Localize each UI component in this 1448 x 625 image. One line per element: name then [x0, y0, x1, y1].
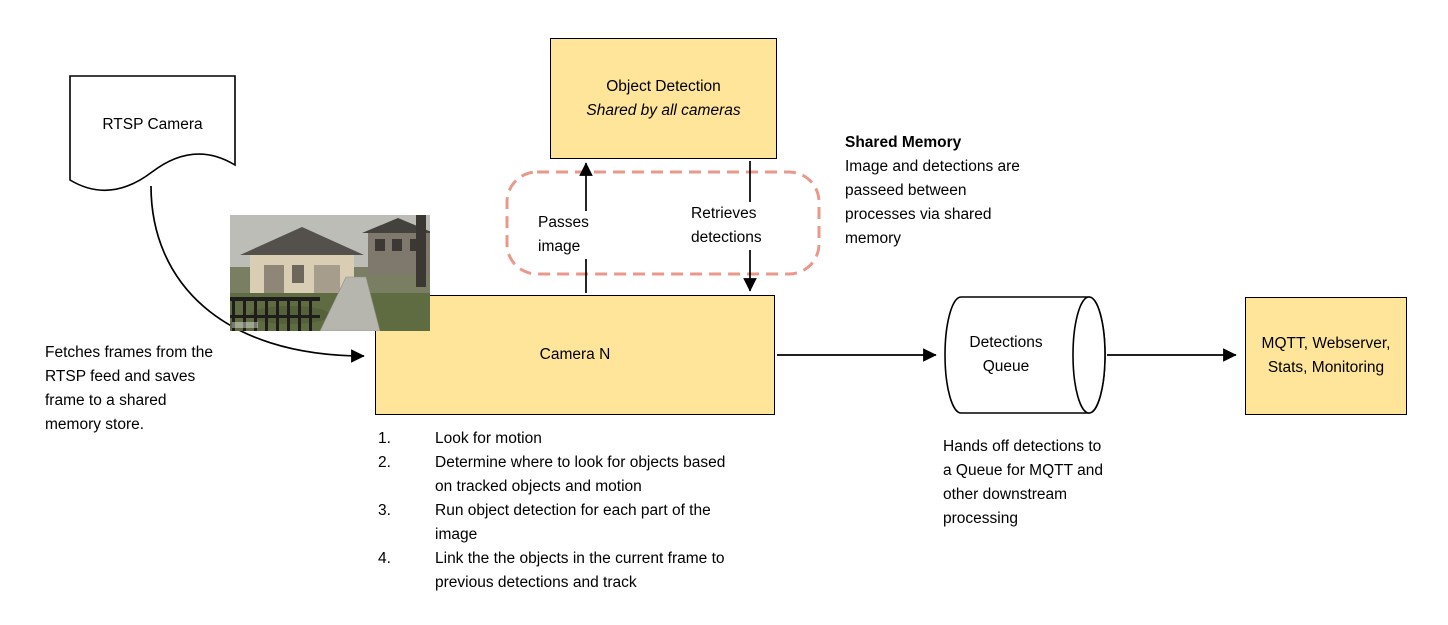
snapshot-far-window [375, 239, 385, 251]
snapshot-house-roof [240, 227, 364, 255]
step-text: Run object detection for each part of th… [435, 502, 711, 543]
camera-steps-list: 1. Look for motion 2. Determine where to… [378, 427, 737, 595]
node-outputs: MQTT, Webserver, Stats, Monitoring [1245, 297, 1407, 415]
step-text: Link the the objects in the current fram… [435, 550, 725, 591]
snapshot-house-window [292, 265, 304, 283]
node-camera-n: Camera N [375, 295, 775, 415]
object-detection-subtitle: Shared by all cameras [586, 101, 741, 119]
snapshot-far-window [410, 239, 420, 251]
rtsp-camera-shape [69, 75, 236, 192]
list-item: 4. Link the the objects in the current f… [378, 547, 737, 595]
step-number: 2. [378, 454, 391, 471]
detections-queue-label: Detections Queue [969, 334, 1043, 375]
camera-n-label: Camera N [539, 346, 611, 363]
fetch-note: Fetches frames from the RTSP feed and sa… [45, 344, 213, 433]
snapshot-garage-door [264, 265, 284, 295]
detections-queue-rim [1072, 296, 1106, 414]
shared-memory-dashed-box [505, 170, 821, 276]
step-text: Determine where to look for objects base… [435, 454, 726, 495]
queue-note: Hands off detections to a Queue for MQTT… [943, 438, 1103, 527]
list-item: 3. Run object detection for each part of… [378, 499, 737, 547]
step-text: Look for motion [435, 430, 542, 447]
list-item: 2. Determine where to look for objects b… [378, 451, 737, 499]
snapshot-house-door [314, 265, 340, 295]
rtsp-camera-label: RTSP Camera [102, 116, 203, 133]
step-number: 3. [378, 502, 391, 519]
list-item: 1. Look for motion [378, 427, 737, 451]
camera-snapshot-image [230, 215, 434, 332]
object-detection-title: Object Detection [606, 77, 721, 95]
arrow-rtsp-to-camera [150, 185, 365, 363]
node-object-detection: Object Detection Shared by all cameras [550, 38, 777, 159]
shared-memory-note: Shared Memory Image and detections are p… [845, 131, 1030, 251]
retrieves-detections-label: Retrieves detections [690, 202, 772, 250]
snapshot-watermark [232, 322, 258, 328]
snapshot-porch-post [416, 215, 426, 287]
snapshot-fence [230, 297, 320, 331]
step-number: 4. [378, 550, 391, 567]
snapshot-scene [230, 215, 434, 332]
outputs-label: MQTT, Webserver, Stats, Monitoring [1261, 335, 1391, 376]
step-number: 1. [378, 430, 391, 447]
snapshot-far-window [392, 239, 402, 251]
passes-image-label: Passes image [537, 211, 599, 259]
shared-memory-body: Image and detections are passeed between… [845, 158, 1020, 247]
shared-memory-title: Shared Memory [845, 134, 962, 151]
